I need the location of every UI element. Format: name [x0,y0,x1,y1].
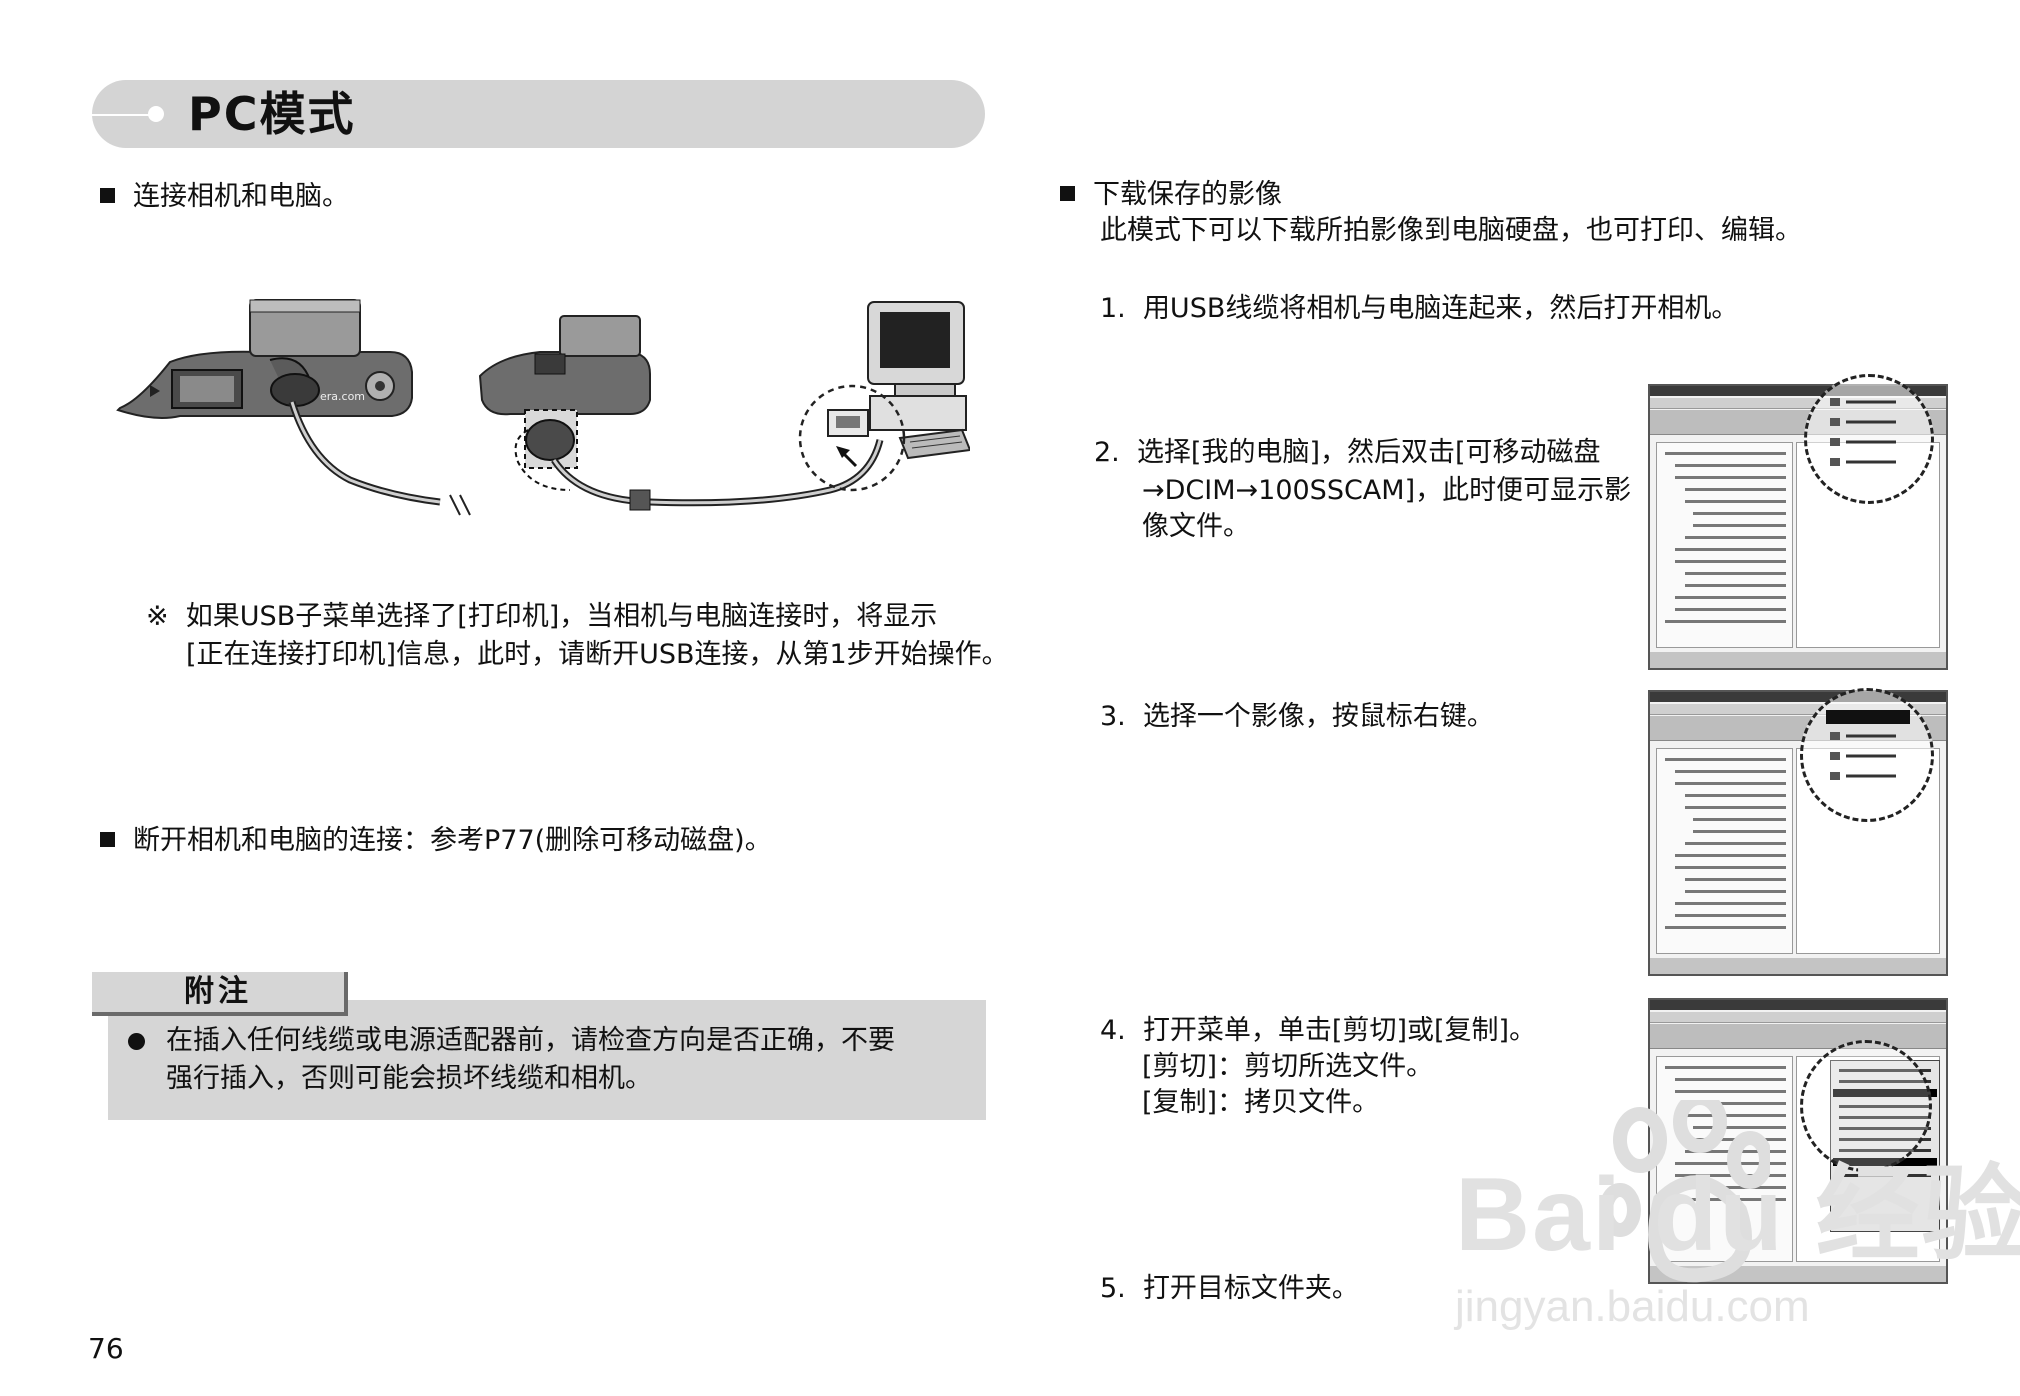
usb-port-zoom-circle [798,384,906,492]
step-2-line-3: 像文件。 [1142,511,1250,542]
step-2: 2. 选择[我的电脑]，然后双击[可移动磁盘 [1094,434,1601,472]
note-box [108,1000,986,1120]
step-2-line-2: →DCIM→100SSCAM]，此时便可显示影 [1142,475,1632,506]
step-1-number: 1. [1100,293,1126,324]
header-line-decoration [92,114,152,116]
page-title: PC模式 [188,87,356,141]
round-bullet-icon [128,1033,145,1050]
connect-heading-text: 连接相机和电脑。 [133,181,349,212]
baidu-watermark-url: jingyan.baidu.com [1455,1282,1810,1331]
step-4-line-3: [复制]：拷贝文件。 [1142,1087,1380,1118]
baidu-watermark-text: Bai du 经验 [1455,1157,2020,1273]
square-bullet-icon [1060,186,1075,201]
note-line-1: 在插入任何线缆或电源适配器前，请检查方向是否正确，不要 [166,1025,895,1056]
usb-printer-warning: ※ 如果USB子菜单选择了[打印机]，当相机与电脑连接时，将显示 [146,598,937,636]
step-4: 4. 打开菜单，单击[剪切]或[复制]。 [1100,1012,1536,1050]
disconnect-heading: 断开相机和电脑的连接：参考P77(删除可移动磁盘)。 [100,822,772,860]
step-4-line-1: 打开菜单，单击[剪切]或[复制]。 [1142,1015,1537,1046]
warning-line-2: [正在连接打印机]信息，此时，请断开USB连接，从第1步开始操作。 [186,639,1009,670]
step-3: 3. 选择一个影像，按鼠标右键。 [1100,698,1494,736]
section-header [92,80,985,148]
note-line-2: 强行插入，否则可能会损坏线缆和相机。 [166,1063,652,1094]
download-heading: 下载保存的影像 [1060,176,1282,214]
baidu-paw-icon [1600,1100,1770,1283]
connect-heading: 连接相机和电脑。 [100,178,349,216]
step-3-line-1: 选择一个影像，按鼠标右键。 [1142,701,1494,732]
computer-icon [867,301,970,460]
download-heading-text: 下载保存的影像 [1093,179,1282,210]
step-5-line-1: 打开目标文件夹。 [1142,1273,1359,1304]
step-2-number: 2. [1094,437,1120,468]
page-number: 76 [88,1332,124,1365]
disconnect-heading-text: 断开相机和电脑的连接：参考P77(删除可移动磁盘)。 [133,825,772,856]
camera-back-icon: era.com [116,299,413,419]
download-description: 此模式下可以下载所拍影像到电脑硬盘，也可打印、编辑。 [1100,215,1802,246]
step-4-number: 4. [1100,1015,1126,1046]
square-bullet-icon [100,188,115,203]
step-3-number: 3. [1100,701,1126,732]
step-1: 1. 用USB线缆将相机与电脑连起来，然后打开相机。 [1100,290,1738,328]
folder-list-icon [1830,398,1896,466]
square-bullet-icon [100,832,115,847]
note-tab-label: 附注 [92,972,348,1016]
zoom-circle-folders [1804,374,1934,504]
image-file-list-icon [1826,710,1910,780]
camera-brand-text: era.com [320,390,365,403]
step-4-line-2: [剪切]：剪切所选文件。 [1142,1051,1434,1082]
step-2-line-1: 选择[我的电脑]，然后双击[可移动磁盘 [1136,437,1601,468]
warning-line-1: 如果USB子菜单选择了[打印机]，当相机与电脑连接时，将显示 [185,601,938,632]
step-5: 5. 打开目标文件夹。 [1100,1270,1359,1308]
zoom-circle-context-menu [1800,1040,1932,1172]
reference-mark: ※ [146,601,169,632]
step-5-number: 5. [1100,1273,1126,1304]
camera-connected-icon [478,315,651,491]
step-1-line-1: 用USB线缆将相机与电脑连起来，然后打开相机。 [1142,293,1739,324]
header-dot-decoration [148,106,164,122]
camera-pc-connection-illustration: era.com [116,299,970,516]
